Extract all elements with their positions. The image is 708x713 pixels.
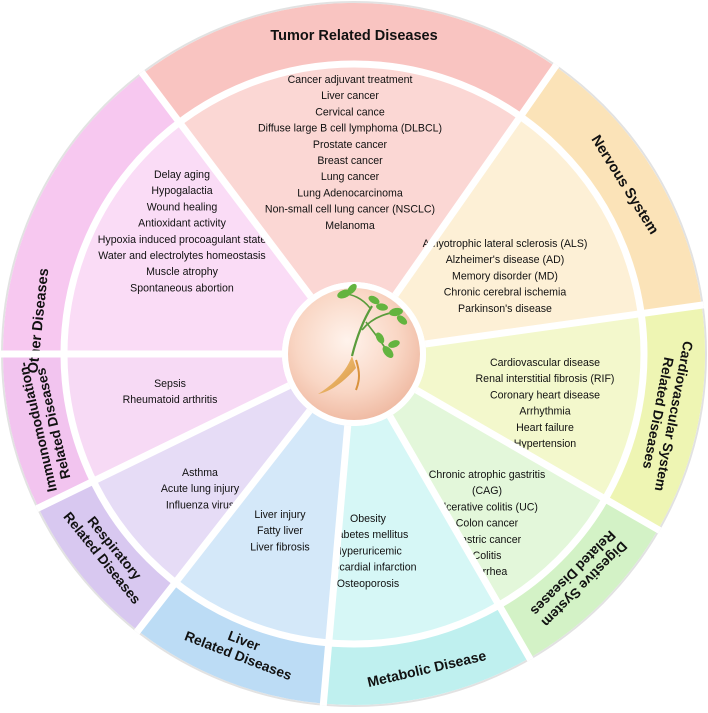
sector-nervous-items: Amyotrophic lateral sclerosis (ALS) Alzhe… — [423, 238, 588, 315]
sector-cardio-item: Heart failure — [516, 422, 574, 434]
sector-metabolic-item: Diabetes mellitus — [328, 529, 409, 541]
sector-tumor-item: Prostate cancer — [313, 139, 388, 151]
sector-metabolic-item: Hyperuricemic — [334, 545, 402, 557]
sector-nervous-title-band — [520, 66, 702, 314]
sector-other-item: Hypoxia induced procoagulant state — [98, 234, 267, 246]
sector-tumor-item: Cancer adjuvant treatment — [288, 74, 413, 86]
ginseng-plant-icon — [318, 283, 408, 394]
sector-cardio-item: Cardiovascular disease — [490, 357, 600, 369]
sector-other-item: Hypogalactia — [151, 185, 212, 197]
sector-tumor-item: Breast cancer — [317, 155, 383, 167]
sector-respiratory-item: Influenza virus — [166, 499, 234, 511]
sector-nervous-item: Memory disorder (MD) — [452, 270, 558, 282]
sector-immuno-body — [64, 354, 290, 482]
sector-nervous-item: Chronic cerebral ischemia — [444, 287, 567, 299]
sector-separator — [424, 301, 705, 348]
sector-liver-body — [175, 410, 348, 643]
sector-tumor-item: Melanoma — [325, 220, 375, 232]
sector-separator — [392, 62, 560, 298]
sector-liver-item: Fatty liver — [257, 525, 303, 537]
band-separator-ring — [60, 60, 648, 648]
sector-cardio-item: Renal interstitial fibrosis (RIF) — [476, 373, 615, 385]
sector-cardio-title-band — [605, 305, 705, 530]
sector-digestive-body — [390, 390, 606, 606]
sector-tumor-item: Liver cancer — [321, 90, 379, 102]
sector-immuno-item: Rheumatoid arthritis — [123, 394, 218, 406]
sector-other-title-band — [3, 73, 180, 355]
sector-digestive-item: Colon cancer — [456, 518, 519, 530]
sector-nervous-item: Alzheimer's disease (AD) — [446, 254, 565, 266]
sector-tumor-item: Non-small cell lung cancer (NSCLC) — [265, 204, 435, 216]
sector-digestive-items: Chronic atrophic gastritis (CAG) Ulcerativ… — [429, 469, 546, 578]
sector-tumor-item: Lung cancer — [321, 171, 380, 183]
sector-liver-item: Liver fibrosis — [250, 541, 309, 553]
sector-metabolic-item: Myocardial infarction — [319, 562, 416, 574]
sector-separator — [138, 69, 314, 299]
sector-respiratory-item: Asthma — [182, 467, 218, 479]
sector-digestive-title-band — [499, 499, 658, 658]
sector-digestive-item: Ulcerative colitis (UC) — [436, 501, 538, 513]
sector-tumor-item: Cervical cance — [315, 106, 385, 118]
sector-metabolic-item: Osteoporosis — [337, 578, 399, 590]
sector-cardio-item: Arrhythmia — [519, 406, 570, 418]
sector-separator — [386, 414, 534, 662]
center-disc — [288, 288, 420, 420]
sector-metabolic-body — [328, 416, 499, 645]
sector-separator — [133, 408, 313, 635]
sector-respiratory-item: Acute lung injury — [161, 483, 240, 495]
sector-other-item: Wound healing — [147, 201, 218, 213]
sector-cardio-item: Hypertension — [514, 438, 577, 450]
sector-tumor-item: Lung Adenocarcinoma — [297, 187, 403, 199]
sector-nervous-item: Amyotrophic lateral sclerosis (ALS) — [423, 238, 588, 250]
sector-digestive-item: (CAG) — [472, 485, 502, 497]
sector-liver-title-band — [137, 582, 329, 704]
sector-other-item: Water and electrolytes homeostasis — [98, 250, 265, 262]
sector-immuno-title-band — [3, 354, 94, 508]
sector-metabolic-item: Obesity — [350, 513, 387, 525]
sector-digestive-item: Chronic atrophic gastritis — [429, 469, 546, 481]
sector-metabolic-title-band — [323, 605, 530, 706]
sector-cardio-body — [416, 313, 644, 499]
sector-separator — [319, 425, 352, 706]
sector-other-item: Muscle atrophy — [146, 266, 219, 278]
center-layer — [282, 282, 426, 426]
sector-immuno-item: Sepsis — [154, 378, 186, 390]
sector-separator — [35, 382, 291, 512]
sector-liver-item: Liver injury — [254, 509, 306, 521]
sector-other-item: Antioxidant activity — [138, 218, 226, 230]
sector-tumor-title: Tumor Related Diseases — [270, 28, 437, 44]
sector-other-item: Spontaneous abortion — [130, 282, 234, 294]
sector-tumor-title-line: Tumor Related Diseases — [270, 28, 437, 44]
sector-nervous-item: Parkinson's disease — [458, 303, 552, 315]
sector-tumor-item: Diffuse large B cell lymphoma (DLBCL) — [258, 123, 442, 135]
sector-respiratory-body — [93, 385, 310, 583]
sector-digestive-item: Gastric cancer — [453, 534, 522, 546]
sector-respiratory-title-band — [38, 481, 176, 631]
sector-tumor-body — [179, 64, 521, 297]
sector-cardio: Cardiovascular SystemRelated DiseasesCar… — [416, 305, 705, 530]
sector-digestive-item: Colitis — [473, 550, 502, 562]
sector-other-item: Delay aging — [154, 169, 210, 181]
sector-cardio-item: Coronary heart disease — [490, 389, 600, 401]
sector-separator — [414, 386, 662, 534]
